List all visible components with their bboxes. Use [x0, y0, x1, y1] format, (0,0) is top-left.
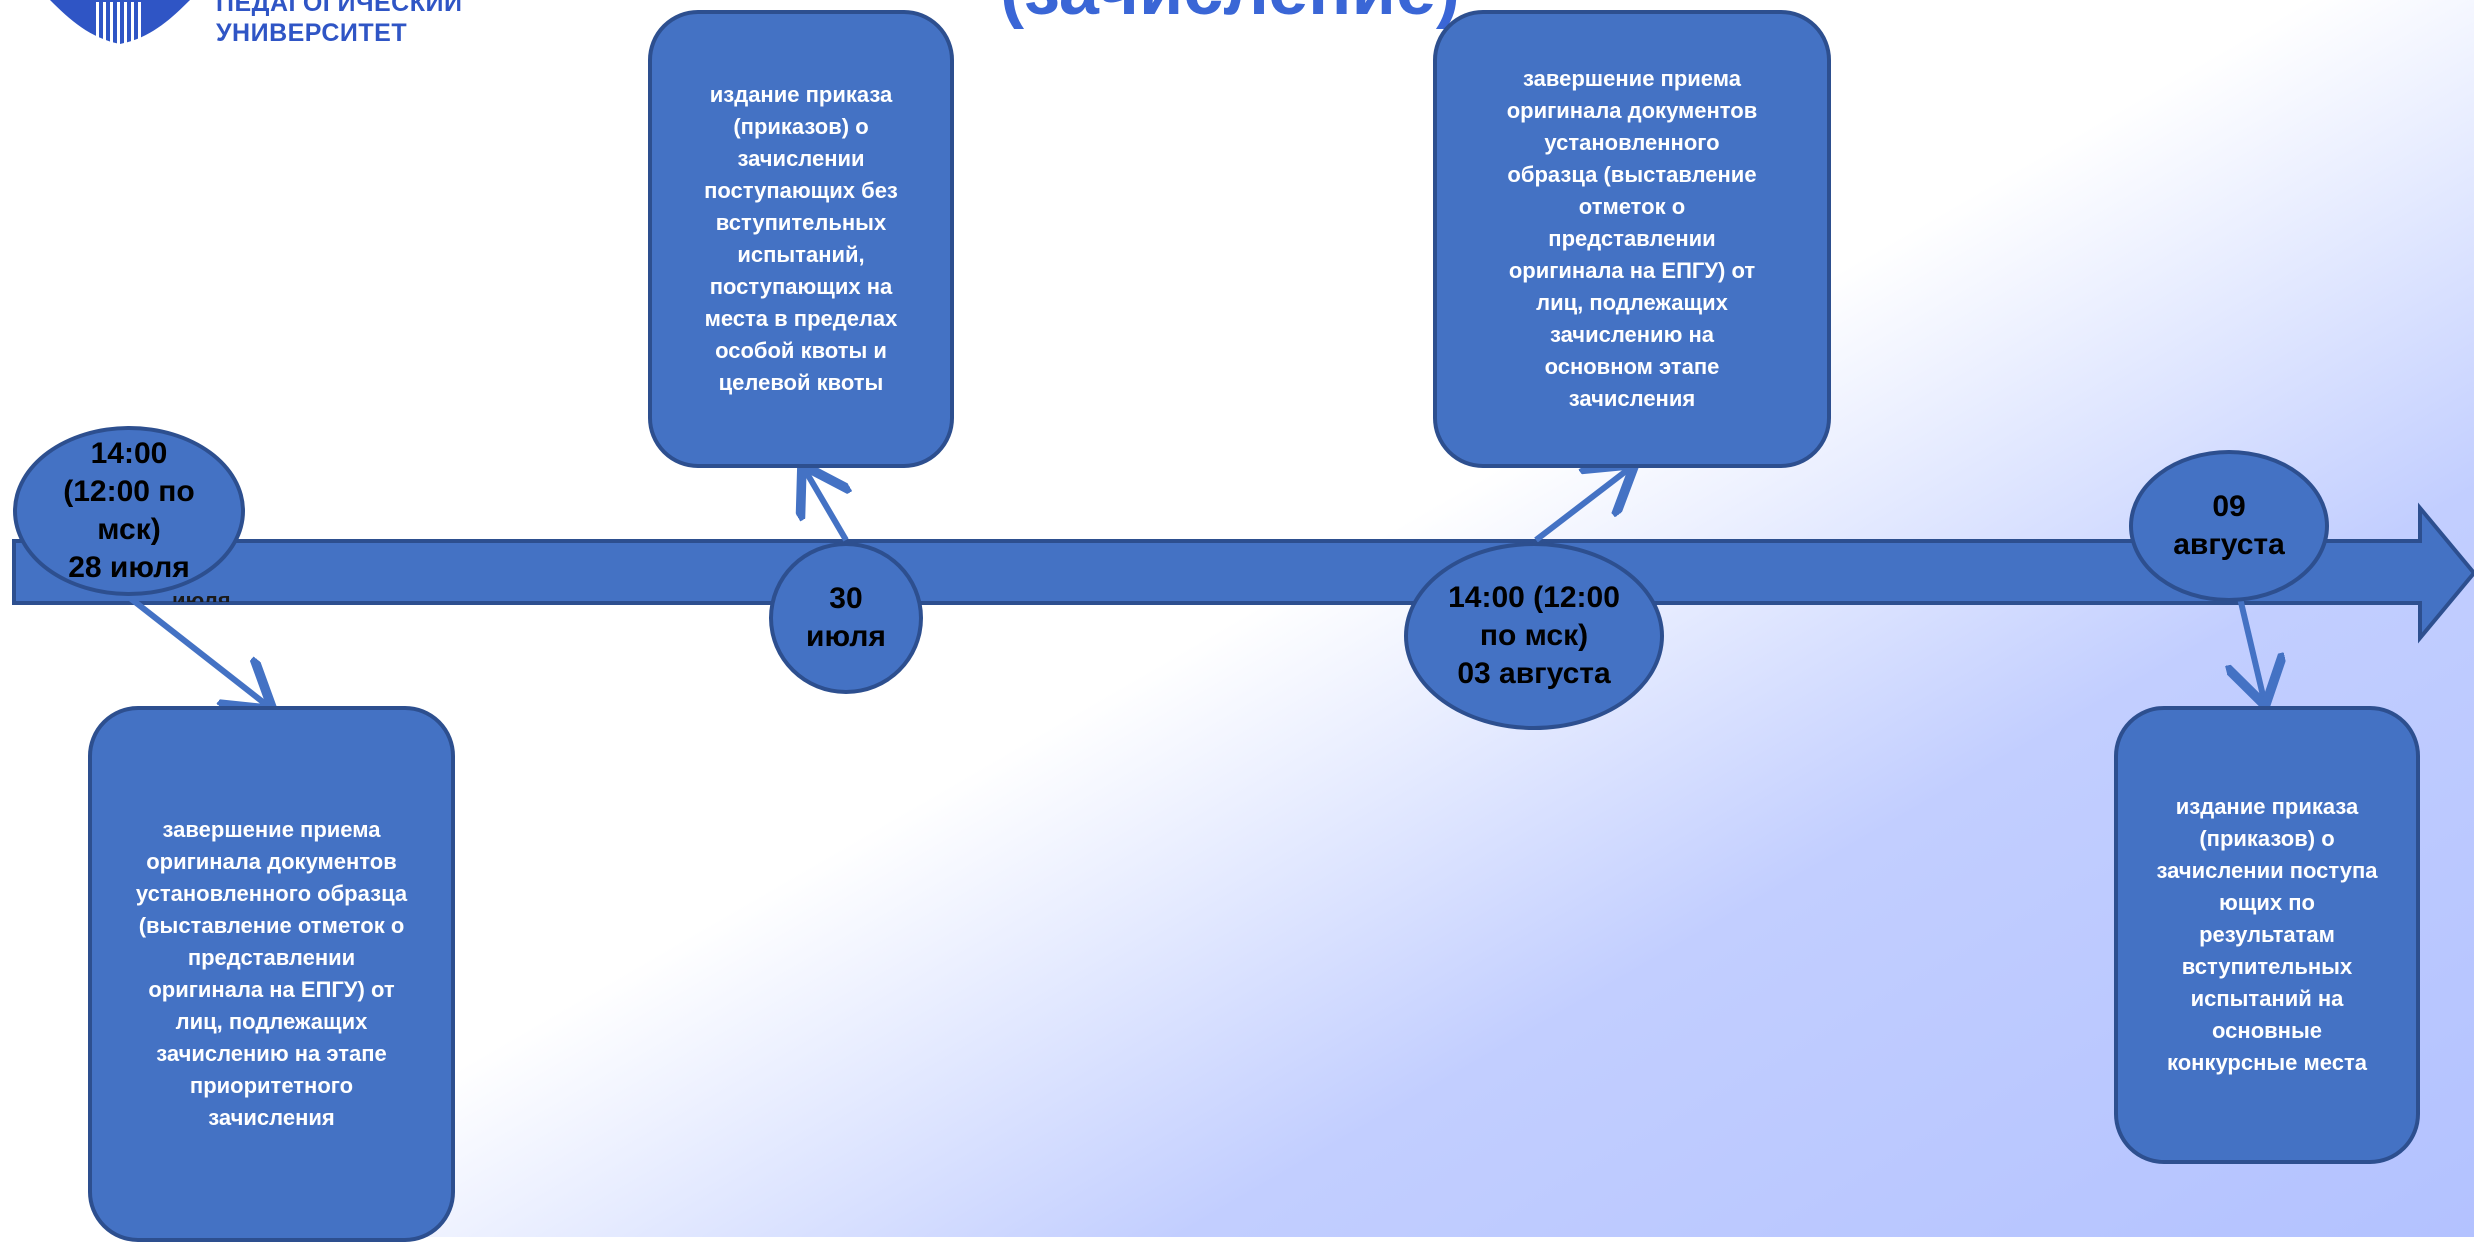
overlap-text: июля [172, 588, 231, 602]
university-logo-icon [50, 0, 190, 46]
timeline-arrow [12, 502, 2474, 644]
milestone-date: 14:00 (12:00 по мск) 28 июля [63, 437, 195, 584]
event-text: издание приказа (приказов) о зачислении … [2156, 794, 2378, 1075]
connector-3 [1534, 468, 1630, 543]
milestone-30-july: 30 июля [769, 542, 923, 694]
connector-2 [805, 470, 846, 542]
logo-line-1: ПЕДАГОГИЧЕСКИЙ [216, 0, 463, 17]
connector-4 [2240, 597, 2264, 700]
logo-text: ПЕДАГОГИЧЕСКИЙ УНИВЕРСИТЕТ [216, 0, 462, 48]
page-title: (зачисление) [960, 0, 1500, 28]
milestone-date: 30 июля [806, 582, 886, 653]
connector-1 [128, 595, 268, 706]
event-text: завершение приема оригинала документов у… [1506, 66, 1758, 411]
event-text: издание приказа (приказов) о зачислении … [704, 82, 898, 395]
milestone-03-august: 14:00 (12:00 по мск) 03 августа [1404, 542, 1664, 730]
logo-line-2: УНИВЕРСИТЕТ [216, 19, 408, 47]
event-box-order-quota: издание приказа (приказов) о зачислении … [648, 10, 954, 468]
event-text: завершение приема оригинала документов у… [135, 817, 408, 1130]
milestone-28-july: 14:00 (12:00 по мск) 28 июля [13, 426, 245, 596]
milestone-date: 14:00 (12:00 по мск) 03 августа [1448, 581, 1620, 690]
event-box-order-main: издание приказа (приказов) о зачислении … [2114, 706, 2420, 1164]
event-box-priority-originals: завершение приема оригинала документов у… [88, 706, 455, 1242]
event-box-main-originals: завершение приема оригинала документов у… [1433, 10, 1831, 468]
milestone-09-august: 09 августа [2129, 450, 2329, 602]
milestone-date: 09 августа [2173, 490, 2285, 561]
